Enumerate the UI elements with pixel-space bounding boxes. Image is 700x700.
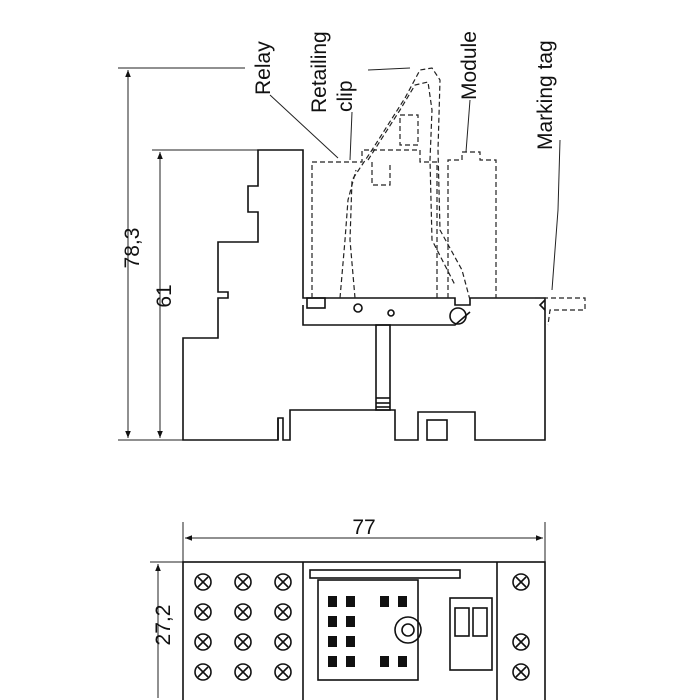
coil-indicator-outer <box>394 616 422 644</box>
dimension-length: 77 <box>182 516 546 562</box>
module-outline <box>447 151 497 298</box>
screw-terminal-icon <box>234 603 252 621</box>
retaining-clip-curve <box>339 169 357 299</box>
module-leader <box>465 99 471 153</box>
screw-terminal-icon <box>234 633 252 651</box>
side-view: 78,3 61 <box>118 31 586 441</box>
relay-pin-holes <box>328 596 407 667</box>
dimension-width-label: 27,2 <box>152 605 175 646</box>
retaining-clip-label-line2: clip <box>334 80 357 112</box>
pin-hole <box>398 596 407 607</box>
pin-hole <box>346 656 355 667</box>
screw-terminal-icon <box>194 573 212 591</box>
pivot-small <box>353 303 363 313</box>
pin-hole <box>328 656 337 667</box>
relay-leader <box>269 94 339 159</box>
clip-leader-2 <box>367 67 411 71</box>
dimension-width: 27,2 <box>150 561 183 698</box>
module-label: Module <box>458 31 481 100</box>
dimension-base-height-label: 61 <box>153 284 176 307</box>
dimension-total-height-label: 78,3 <box>121 228 144 269</box>
pivot-large <box>387 309 395 317</box>
top-view-relay-seat <box>317 579 419 681</box>
screw-terminal-icon <box>274 633 292 651</box>
center-post <box>375 324 391 411</box>
top-view: 77 27,2 <box>150 516 546 700</box>
clip-hinge-pin <box>449 307 467 325</box>
module-slot <box>449 597 493 671</box>
relay-terminal-block <box>371 162 391 186</box>
screw-terminal-icon <box>512 663 530 681</box>
screw-terminal-icon <box>512 573 530 591</box>
screw-terminal-icon <box>274 603 292 621</box>
clip-leader <box>349 111 353 161</box>
screw-terminal-icon <box>512 633 530 651</box>
retaining-clip-window <box>399 114 419 146</box>
retaining-clip-outline <box>349 67 471 301</box>
relay-label: Relay <box>252 41 275 95</box>
screw-terminal-icon <box>194 633 212 651</box>
screw-terminal-icon <box>274 663 292 681</box>
coil-indicator-inner <box>401 623 415 637</box>
pin-hole <box>328 596 337 607</box>
screw-terminal-icon <box>234 663 252 681</box>
pin-hole <box>328 636 337 647</box>
dimension-length-label: 77 <box>352 516 375 539</box>
top-view-outline <box>182 561 546 700</box>
screw-terminal-icon <box>194 663 212 681</box>
dimension-base-height: 61 <box>152 149 258 438</box>
screw-terminals-right <box>512 573 530 681</box>
screw-terminal-icon <box>234 573 252 591</box>
top-view-clip-rail <box>309 569 461 579</box>
socket-clip-slot <box>306 297 326 309</box>
retaining-clip-inner <box>367 81 456 286</box>
marking-tag-label: Marking tag <box>534 40 557 150</box>
pin-hole <box>380 656 389 667</box>
relay-outline <box>311 149 438 298</box>
pin-hole <box>328 616 337 627</box>
marking-tag-leader <box>551 139 561 291</box>
screw-terminals-left <box>194 573 292 681</box>
retaining-clip-label-line1: Retailing <box>308 31 331 113</box>
pin-hole <box>346 636 355 647</box>
marking-tag <box>535 297 586 326</box>
dimension-total-height: 78,3 <box>118 67 245 441</box>
socket-foot-block <box>426 419 448 441</box>
socket-base-rail <box>302 305 471 326</box>
screw-terminal-icon <box>274 573 292 591</box>
screw-terminal-icon <box>194 603 212 621</box>
socket-body-outline <box>182 149 546 441</box>
pin-hole <box>346 616 355 627</box>
pin-hole <box>398 656 407 667</box>
pin-hole <box>380 596 389 607</box>
pin-hole <box>346 596 355 607</box>
